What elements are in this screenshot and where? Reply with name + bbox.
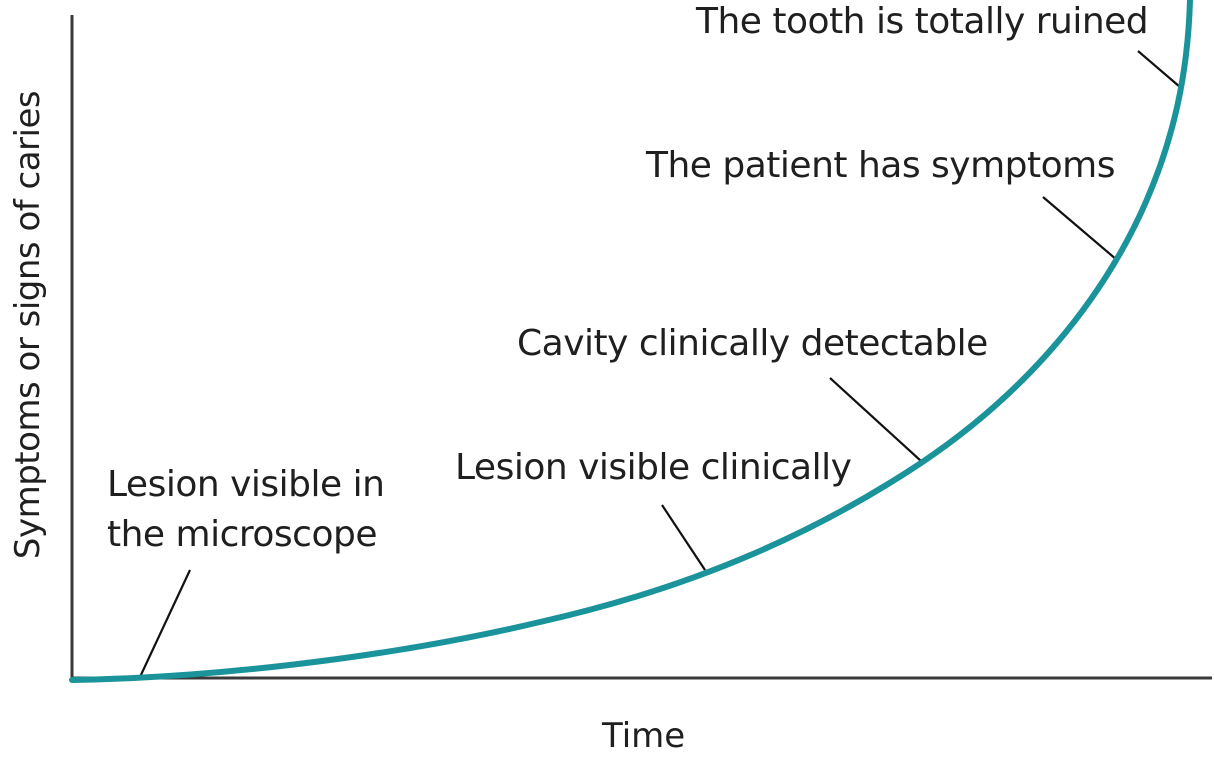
leader-symptoms xyxy=(1042,196,1118,261)
progression-curve xyxy=(69,0,1193,683)
y-axis-label: Symptoms or signs of caries xyxy=(8,90,48,560)
annotation-microscope-line2: the microscope xyxy=(107,514,378,555)
leader-ruined xyxy=(1137,50,1181,88)
x-axis-label: Time xyxy=(602,716,686,756)
annotation-tooth-ruined: The tooth is totally ruined xyxy=(696,1,1149,42)
annotation-microscope-line1: Lesion visible in xyxy=(107,464,385,505)
annotation-lesion-clinical: Lesion visible clinically xyxy=(455,447,852,488)
leader-cavity xyxy=(829,377,922,462)
leader-microscope xyxy=(139,569,191,678)
annotation-patient-symptoms: The patient has symptoms xyxy=(646,145,1115,186)
annotation-cavity-detectable: Cavity clinically detectable xyxy=(517,323,988,364)
leader-clinical xyxy=(661,504,706,571)
